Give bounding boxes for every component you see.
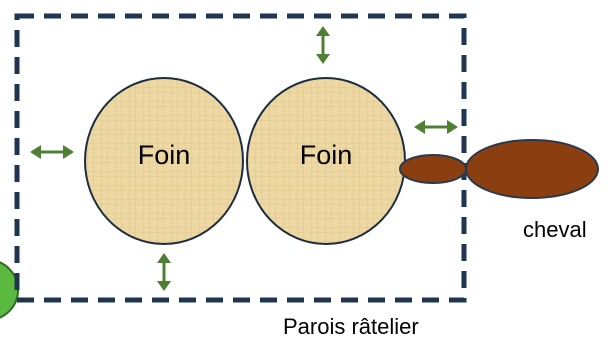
- horse-head: [465, 139, 599, 199]
- double-arrow-icon: [157, 253, 171, 291]
- double-arrow-icon: [414, 120, 458, 134]
- double-arrow-icon: [30, 145, 74, 159]
- rack-wall-label: Parois râtelier: [283, 314, 419, 339]
- double-arrow-icon: [316, 26, 330, 64]
- rack-wall: [14, 13, 467, 303]
- hay-bale-label: Foin: [299, 140, 353, 170]
- hay-bale-label: Foin: [137, 140, 191, 170]
- horse-label: cheval: [523, 217, 587, 242]
- horse-muzzle: [399, 154, 467, 184]
- hay-bale-1: [84, 77, 244, 245]
